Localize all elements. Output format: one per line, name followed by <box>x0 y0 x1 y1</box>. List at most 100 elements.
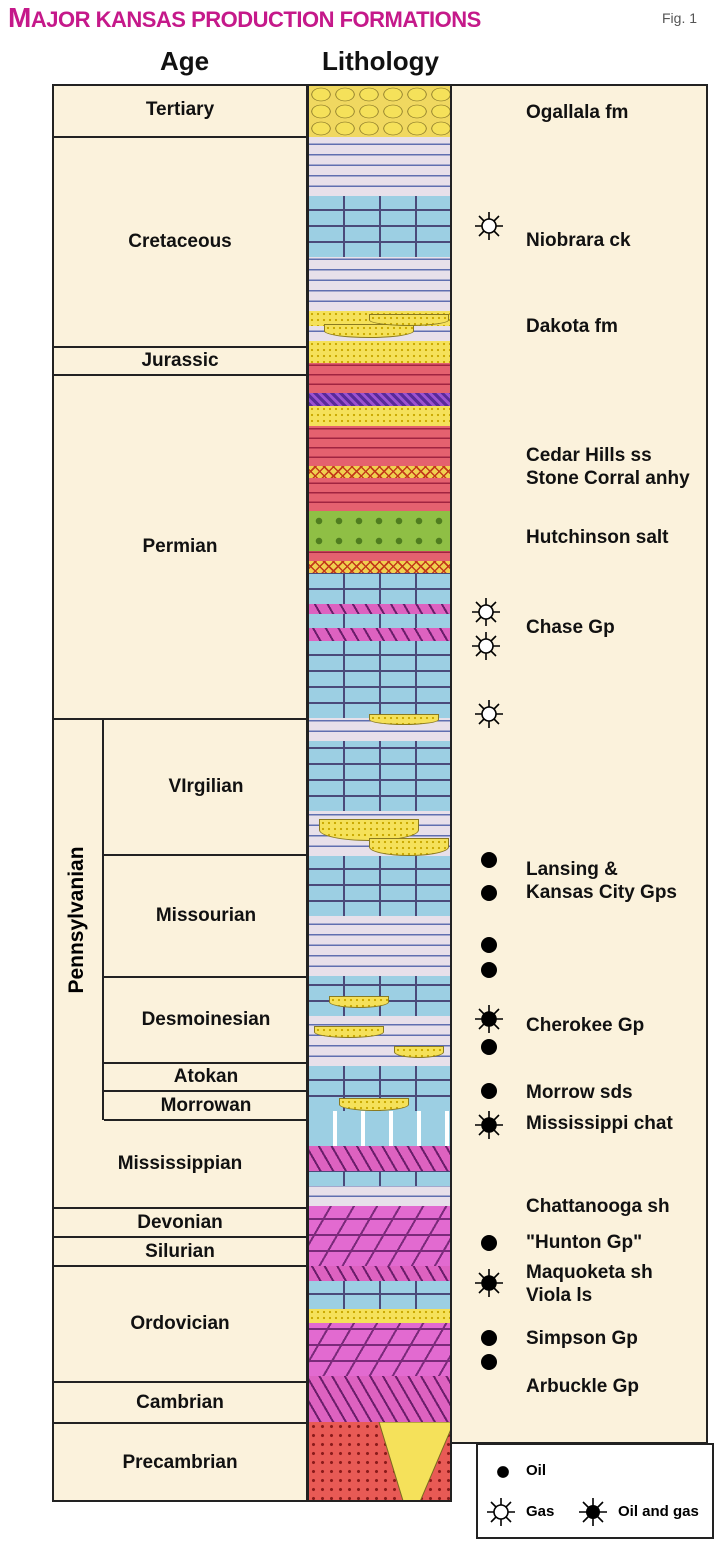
lithology-band-red <box>309 363 450 393</box>
formation-label-line: Simpson Gp <box>526 1328 638 1349</box>
lithology-band-lime <box>309 573 450 604</box>
formation-label-line: Chattanooga sh <box>526 1196 670 1217</box>
oil-icon <box>481 885 497 901</box>
lithology-band-dolo <box>309 1323 450 1376</box>
age-missourian: Missourian <box>104 856 308 978</box>
formation-label: Niobrara ck <box>526 229 631 252</box>
formation-label: Arbuckle Gp <box>526 1375 639 1398</box>
legend-gas-label: Gas <box>526 1503 555 1520</box>
sand-lens <box>394 1046 444 1058</box>
sand-lens <box>369 714 439 725</box>
formation-label: Dakota fm <box>526 315 618 338</box>
lithology-band-sand <box>309 341 450 363</box>
age-morrowan: Morrowan <box>104 1092 308 1121</box>
sand-lens <box>319 819 419 841</box>
formation-label: Ogallala fm <box>526 101 628 124</box>
sand-lens <box>314 1026 384 1038</box>
figure-title: Major Kansas production formations <box>8 2 481 33</box>
lithology-band-anhy <box>309 1376 450 1422</box>
age-ordovician: Ordovician <box>52 1267 308 1383</box>
oil-icon <box>481 962 497 978</box>
formation-label: Hutchinson salt <box>526 526 669 549</box>
lithology-band-anhy <box>309 1266 450 1281</box>
lithology-band-lime <box>309 856 450 916</box>
formation-label-line: Ogallala fm <box>526 102 629 123</box>
lithology-band-lime <box>309 741 450 811</box>
oil-icon <box>497 1466 509 1478</box>
lithology-column <box>307 84 452 1502</box>
lithology-band-shale <box>309 916 450 976</box>
formation-label-line: Stone Corral anhy <box>526 468 690 489</box>
lithology-band-lime <box>309 1281 450 1309</box>
gas-icon <box>472 598 500 626</box>
age-jurassic: Jurassic <box>52 348 308 376</box>
gas-icon <box>472 632 500 660</box>
lithology-band-lime <box>309 1171 450 1186</box>
age-cretaceous: Cretaceous <box>52 138 308 348</box>
lithology-band-shale <box>309 257 450 311</box>
sand-lens <box>329 996 389 1008</box>
age-virgilian: VIrgilian <box>104 720 308 856</box>
oil-icon <box>481 1354 497 1370</box>
formation-label-line: Cherokee Gp <box>526 1015 645 1036</box>
oil-icon <box>481 1039 497 1055</box>
formation-label: Cherokee Gp <box>526 1014 644 1037</box>
gas-icon <box>475 700 503 728</box>
sand-lens <box>324 324 414 338</box>
age-atokan: Atokan <box>104 1064 308 1092</box>
lithology-band-lime <box>309 196 450 257</box>
oil-and-gas-icon <box>475 1005 503 1033</box>
formation-label: Simpson Gp <box>526 1327 638 1350</box>
age-silurian: Silurian <box>52 1238 308 1267</box>
formation-label-line: "Hunton Gp" <box>526 1232 643 1253</box>
lithology-band-lime <box>309 1066 450 1111</box>
lithology-band-gravel <box>309 86 450 137</box>
age-header: Age <box>160 46 210 76</box>
formation-label-line: Lansing & <box>526 859 618 880</box>
age-permian: Permian <box>52 376 308 720</box>
age-cambrian: Cambrian <box>52 1383 308 1424</box>
gas-icon <box>475 212 503 240</box>
oil-and-gas-icon <box>475 1111 503 1139</box>
formation-label-line: Niobrara ck <box>526 230 631 251</box>
lithology-band-sand <box>309 406 450 426</box>
lithology-header: Lithology <box>322 46 439 76</box>
sand-lens <box>339 1098 409 1111</box>
lithology-band-sand <box>309 1309 450 1323</box>
legend-oil-and-gas-label: Oil and gas <box>618 1503 699 1520</box>
formation-label: Mississippi chat <box>526 1112 673 1135</box>
gas-icon <box>487 1498 515 1526</box>
sand-lens <box>369 838 449 856</box>
figure-number: Fig. 1 <box>662 10 698 26</box>
formation-label-line: Morrow sds <box>526 1082 633 1103</box>
formation-column <box>450 84 708 1444</box>
formation-label-line: Arbuckle Gp <box>526 1376 639 1397</box>
formation-label: Chase Gp <box>526 616 615 639</box>
formation-label: Morrow sds <box>526 1081 633 1104</box>
lithology-band-redx <box>309 466 450 478</box>
legend: Oil Gas Oil and gas <box>476 1443 714 1539</box>
precambrian-intrusion <box>378 1422 450 1500</box>
lithology-band-red <box>309 478 450 511</box>
age-mississippian: Mississippian <box>52 1121 308 1209</box>
formation-label-line: Mississippi chat <box>526 1113 673 1134</box>
sand-lens <box>369 314 449 326</box>
lithology-band-lime <box>309 976 450 1016</box>
oil-and-gas-icon <box>475 1269 503 1297</box>
oil-icon <box>481 1235 497 1251</box>
pennsylvanian-label: Pennsylvanian <box>52 720 104 1120</box>
lithology-band-anhy <box>309 1146 450 1171</box>
formation-label-line: Kansas City Gps <box>526 882 677 903</box>
lithology-band-purple <box>309 393 450 406</box>
age-devonian: Devonian <box>52 1209 308 1238</box>
lithology-band-anhy <box>309 604 450 614</box>
lithology-band-shale <box>309 1186 450 1206</box>
formation-label-line: Dakota fm <box>526 316 618 337</box>
lithology-band-anhy <box>309 628 450 641</box>
lithology-band-salt <box>309 511 450 551</box>
oil-icon <box>481 1083 497 1099</box>
lithology-band-lime <box>309 641 450 718</box>
oil-icon <box>481 937 497 953</box>
